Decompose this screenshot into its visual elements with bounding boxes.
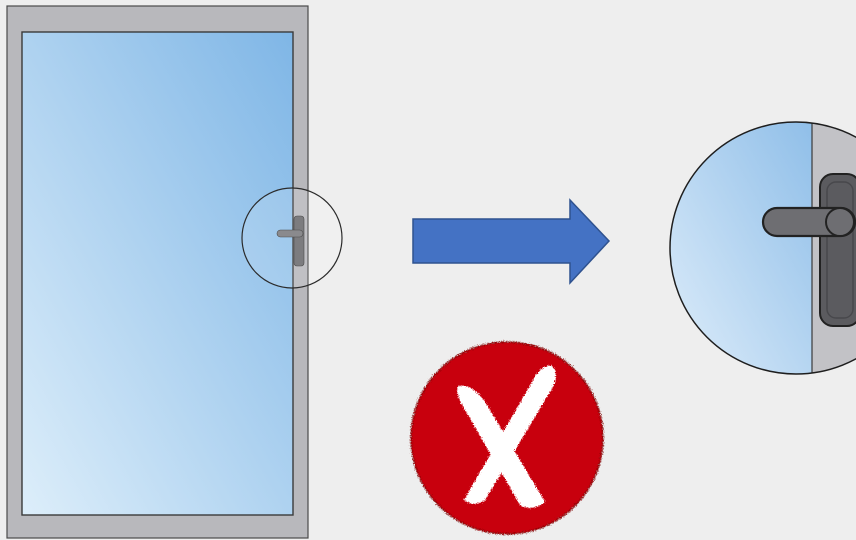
door-handle-lever: [276, 229, 304, 238]
door-glass-panel: [21, 31, 294, 516]
magnified-handle-plate: [819, 173, 856, 327]
magnifier-outline: [669, 121, 856, 375]
magnified-handle-pivot: [825, 207, 855, 237]
right-arrow-icon: [412, 198, 611, 285]
door-handle-plate: [293, 215, 305, 267]
reject-cross: [457, 365, 556, 508]
glass-door: [6, 5, 343, 539]
detail-highlight-circle: [241, 187, 343, 289]
magnified-handle-plate-inner: [826, 181, 854, 319]
reject-circle-rim: [410, 341, 604, 535]
cross-mark-icon: [410, 341, 604, 535]
